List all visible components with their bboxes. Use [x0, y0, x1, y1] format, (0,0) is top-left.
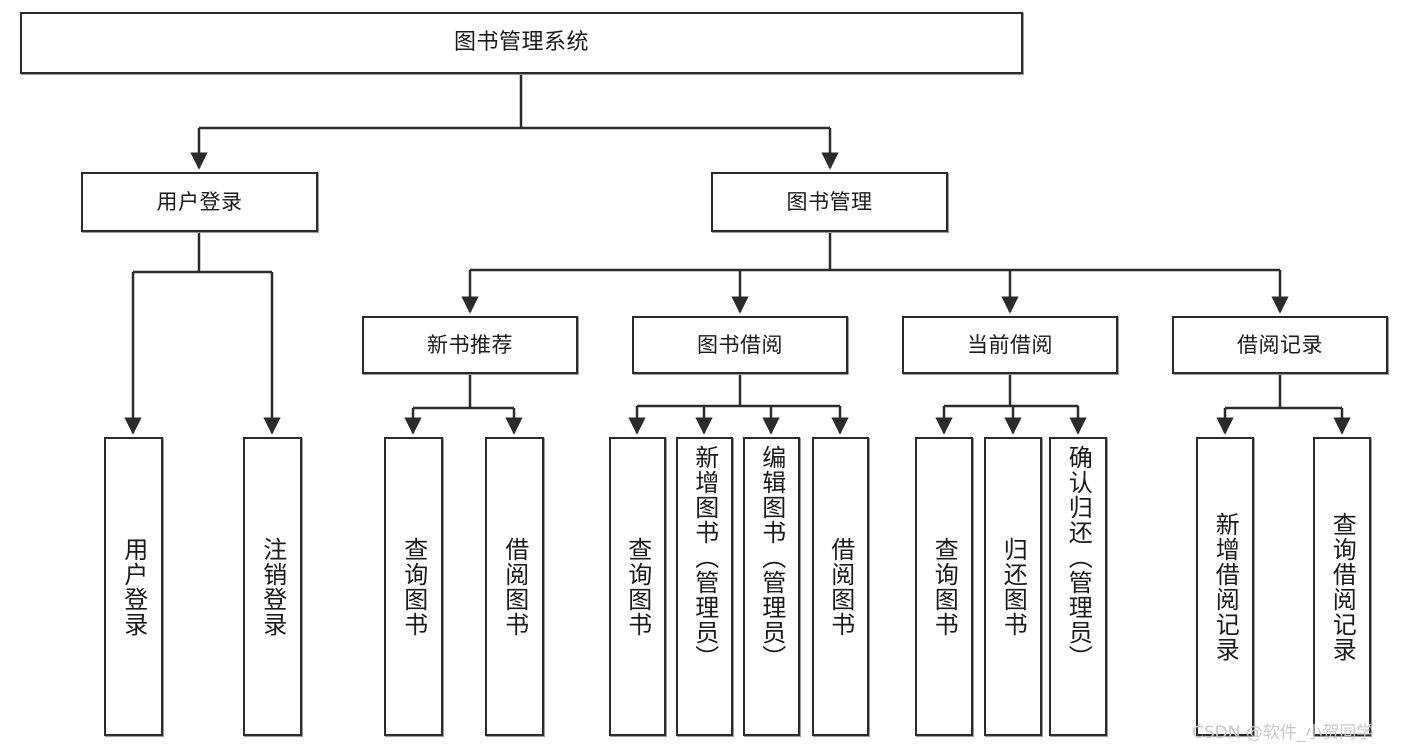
node-label: 新书推荐 [427, 332, 513, 357]
node-label: 当前借阅 [967, 332, 1053, 357]
node-label: 查询图书 [623, 536, 652, 637]
node-label: 查询图书 [399, 536, 428, 637]
node-label: 注销登录 [258, 536, 287, 637]
node-leaf-edit-book-admin[interactable]: 编辑图书（管理员） [743, 437, 800, 736]
node-label: 借阅图书 [500, 536, 529, 637]
node-label: 归还图书 [999, 536, 1028, 637]
node-leaf-query-book-borrow[interactable]: 查询图书 [609, 437, 666, 736]
csdn-watermark: CSDN @软件_小贺同学 [1192, 723, 1374, 743]
node-leaf-borrow-book-rec[interactable]: 借阅图书 [485, 437, 544, 736]
node-leaf-add-book-admin[interactable]: 新增图书（管理员） [676, 437, 733, 736]
node-label: 用户登录 [156, 189, 243, 214]
node-leaf-borrow-book[interactable]: 借阅图书 [812, 437, 869, 736]
node-label: 新增借阅记录 [1211, 511, 1240, 662]
node-user-login[interactable]: 用户登录 [81, 172, 318, 232]
node-label: 用户登录 [119, 536, 148, 637]
node-label: 确认归还（管理员） [1064, 445, 1093, 670]
node-book-borrow[interactable]: 图书借阅 [632, 316, 848, 374]
node-label: 图书管理系统 [453, 30, 589, 56]
node-current-borrow[interactable]: 当前借阅 [902, 316, 1118, 374]
node-book-manage[interactable]: 图书管理 [711, 172, 948, 232]
node-label: 借阅图书 [826, 536, 855, 637]
node-leaf-confirm-return-admin[interactable]: 确认归还（管理员） [1049, 437, 1107, 736]
node-leaf-user-login[interactable]: 用户登录 [104, 437, 163, 736]
node-label: 图书管理 [786, 189, 873, 214]
node-label: 借阅记录 [1237, 332, 1323, 357]
node-new-book-recommend[interactable]: 新书推荐 [362, 316, 578, 374]
node-label: 查询图书 [930, 536, 959, 637]
node-label: 图书借阅 [697, 332, 783, 357]
node-leaf-query-borrow-record[interactable]: 查询借阅记录 [1313, 437, 1371, 736]
node-root-system[interactable]: 图书管理系统 [20, 12, 1023, 74]
node-leaf-return-book[interactable]: 归还图书 [984, 437, 1042, 736]
node-leaf-logout[interactable]: 注销登录 [243, 437, 302, 736]
node-leaf-query-book-rec[interactable]: 查询图书 [384, 437, 443, 736]
node-borrow-record[interactable]: 借阅记录 [1172, 316, 1388, 374]
node-label: 查询借阅记录 [1328, 511, 1357, 662]
node-label: 编辑图书（管理员） [757, 445, 786, 670]
node-leaf-add-borrow-record[interactable]: 新增借阅记录 [1196, 437, 1254, 736]
node-leaf-query-book-current[interactable]: 查询图书 [915, 437, 973, 736]
node-label: 新增图书（管理员） [690, 445, 719, 670]
